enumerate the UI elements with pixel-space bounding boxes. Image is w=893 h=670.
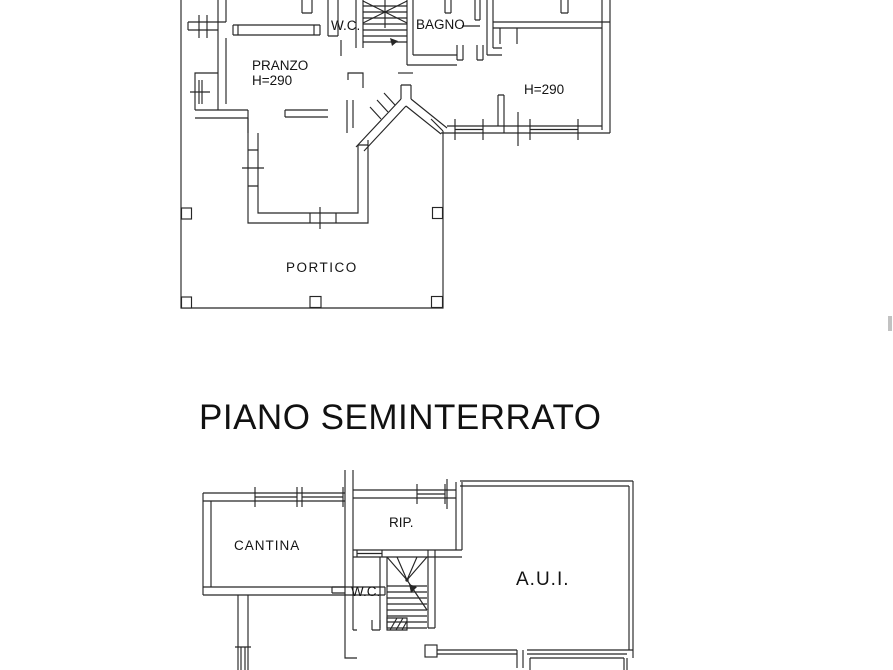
pillar [309, 295, 322, 309]
pranzo-interior [232, 0, 328, 118]
wall-segment [497, 94, 505, 133]
wall-segment [601, 0, 611, 133]
closet-outline [232, 24, 321, 36]
wall-segment [202, 493, 212, 595]
room-label-rip: RIP. [389, 515, 414, 530]
room-label-bagno: BAGNO [416, 17, 465, 32]
wall-segment [355, 98, 407, 152]
window-symbol [416, 484, 446, 504]
room-label-wc-lower: W.C. [351, 584, 381, 599]
wall-segment [486, 0, 502, 56]
pillar [180, 207, 193, 220]
room-label-pranzo: PRANZO [252, 58, 309, 73]
hall-walls [327, 0, 413, 133]
bagno-walls [407, 0, 502, 66]
wall-segment [407, 54, 457, 66]
window-symbol [254, 487, 298, 507]
wall-segment [284, 109, 328, 118]
stair-cross [362, 0, 408, 28]
wall-segment [493, 21, 610, 29]
diagonal-bay [355, 84, 448, 152]
window-symbol [301, 487, 344, 507]
wall-segment [437, 649, 633, 655]
wall-segment [628, 481, 634, 658]
wall-corner-chamfer [430, 118, 444, 132]
wall-segment [237, 595, 249, 670]
window-symbol [309, 207, 337, 229]
wall-segment [427, 550, 436, 629]
wall-segment [455, 482, 463, 550]
window-symbol [190, 80, 210, 104]
pranzo-left-wall [187, 0, 249, 133]
wall-stub [474, 0, 481, 21]
door-jamb [371, 620, 381, 631]
room-label-aui: A.U.I. [516, 569, 570, 590]
window-symbol [369, 92, 396, 120]
right-room-walls [441, 0, 611, 146]
scan-artifact [888, 316, 892, 331]
wall-segment [405, 98, 448, 135]
room-height-label-right-room: H=290 [524, 82, 565, 97]
wall-segment [379, 557, 388, 628]
window-symbol [529, 119, 579, 140]
wall-stub [560, 0, 569, 14]
recess-walls [242, 118, 369, 229]
stair-direction-arrow [409, 584, 417, 593]
exterior-stair-outline [529, 657, 628, 670]
staircase-upper [355, 0, 414, 65]
rip-walls [331, 470, 463, 659]
room-label-wc-upper: W.C. [331, 18, 361, 33]
wall-segment [353, 489, 456, 499]
door-bracket [347, 72, 364, 88]
room-label-cantina: CANTINA [234, 538, 301, 553]
wall-segment [203, 586, 386, 596]
chimney-box [400, 84, 412, 99]
wall-segment [353, 549, 462, 558]
window-symbol [198, 15, 208, 38]
aui-walls [424, 480, 634, 670]
wall-segment [441, 125, 610, 134]
pillar [180, 296, 193, 309]
room-label-portico: PORTICO [286, 260, 358, 275]
wall-segment [203, 492, 345, 502]
upper-floor-plan [180, 0, 611, 309]
door-jamb [476, 45, 484, 61]
lower-floor-plan [202, 470, 634, 670]
pillar [430, 295, 444, 309]
portico-outline [180, 0, 444, 309]
stair-winder [386, 556, 428, 611]
door-jamb [499, 28, 518, 44]
wall-segment [195, 109, 249, 133]
wall-segment [247, 118, 369, 224]
door-jamb [456, 45, 464, 61]
door-jamb [516, 650, 524, 668]
window-symbol [235, 646, 251, 670]
door-threshold-hatch [386, 617, 408, 631]
wall-segment [406, 0, 414, 65]
pillar [424, 644, 438, 658]
stair-direction-arrow [390, 38, 398, 46]
wall-stub [301, 0, 313, 14]
door-jamb [331, 586, 345, 594]
window-symbol [356, 550, 383, 557]
window-symbol [242, 149, 264, 187]
cantina-walls [202, 487, 386, 670]
wall-segment [194, 72, 218, 110]
wall-segment [460, 480, 633, 487]
wall-segment [217, 0, 227, 110]
staircase-lower [371, 550, 436, 631]
wall-segment [346, 100, 354, 133]
wall-segment [327, 0, 339, 37]
section-title: PIANO SEMINTERRATO [199, 398, 602, 437]
wall-stub [444, 0, 452, 14]
pillar [431, 206, 444, 220]
room-height-label-pranzo: H=290 [252, 73, 293, 88]
window-symbol [454, 119, 484, 140]
stair-center-dot [405, 578, 409, 582]
